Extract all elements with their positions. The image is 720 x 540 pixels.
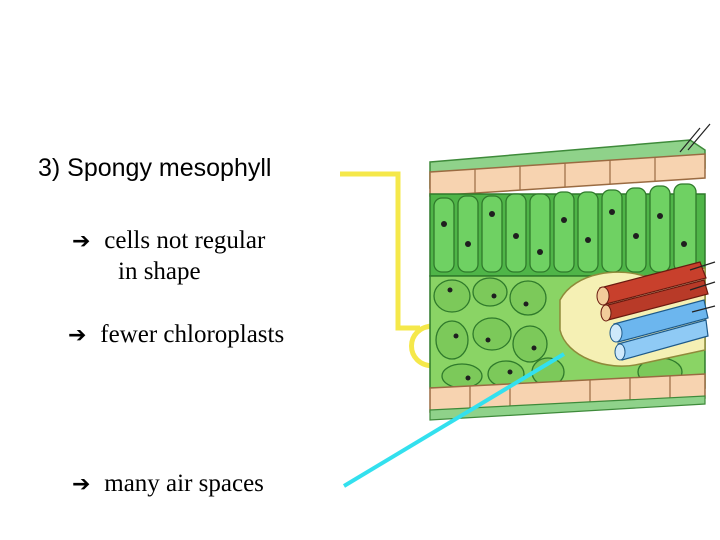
xylem-vessels xyxy=(596,261,709,322)
spongy-layer-bracket-curve xyxy=(409,323,435,369)
slide-title: 3) Spongy mesophyll xyxy=(38,154,272,182)
phloem-tubes xyxy=(609,299,709,361)
point-air-spaces: ➔ many air spaces xyxy=(72,469,264,500)
point-fewer-chloroplasts: ➔ fewer chloroplasts xyxy=(68,320,284,351)
spongy-layer-bracket xyxy=(340,171,420,331)
right-arrow-icon: ➔ xyxy=(68,323,87,348)
point-text-line1: cells not regular xyxy=(104,227,266,254)
point-text: many air spaces xyxy=(104,470,264,497)
point-irregular-cells: ➔ cells not regular in shape xyxy=(72,226,265,287)
point-text-line2: in shape xyxy=(118,258,201,285)
point-text: fewer chloroplasts xyxy=(100,321,285,348)
leaf-block xyxy=(429,123,716,421)
right-arrow-icon: ➔ xyxy=(72,229,91,254)
upper-epidermis xyxy=(429,153,706,197)
air-space-pointer xyxy=(342,352,566,488)
lower-cuticle xyxy=(429,395,706,421)
right-arrow-icon: ➔ xyxy=(72,472,91,497)
